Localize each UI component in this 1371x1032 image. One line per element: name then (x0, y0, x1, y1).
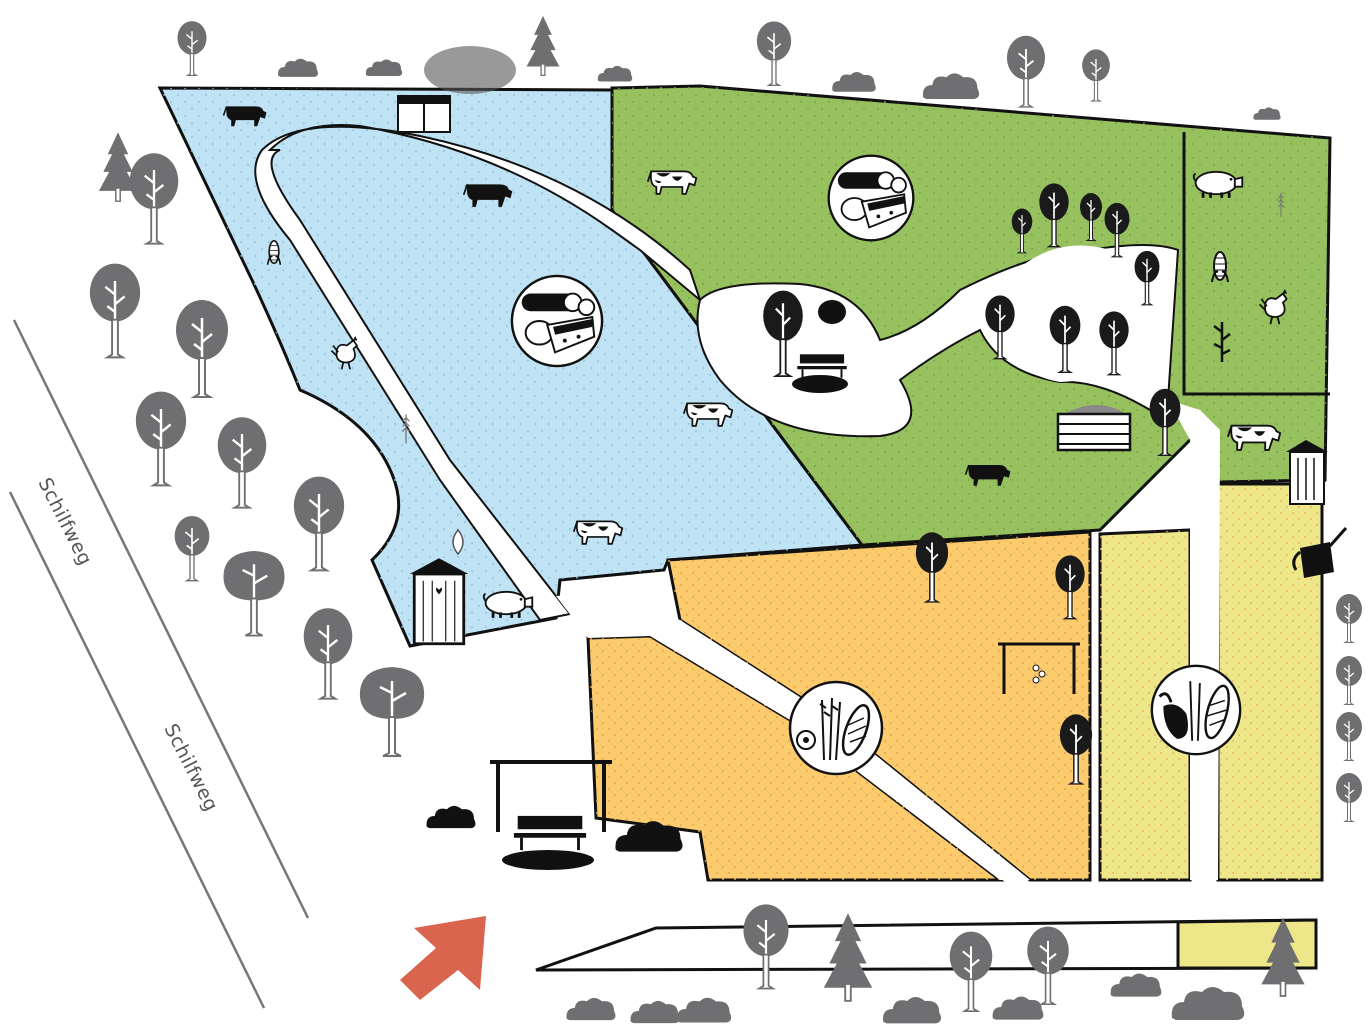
diagonal-path (556, 592, 1030, 880)
tree-group-right (1335, 593, 1363, 822)
street-label-upper: Schilfweg (34, 474, 97, 569)
tree-icon (741, 902, 791, 991)
meadow-loop-path (254, 124, 703, 622)
beehive-icon (397, 95, 451, 133)
grain-badge-icon (788, 680, 884, 776)
bush-icon (676, 997, 732, 1023)
bush-icon (597, 65, 633, 82)
bush-icon (922, 73, 980, 99)
bee-swarm (424, 46, 516, 94)
tree-icon (1006, 34, 1046, 108)
tree-icon (1335, 772, 1363, 822)
tree-icon (948, 930, 994, 1012)
bush-icon (1110, 973, 1162, 997)
swing-icon (490, 760, 612, 870)
main-lane (1168, 400, 1220, 880)
tree-icon (216, 415, 268, 510)
outhouse-icon (408, 556, 470, 646)
tree-group-top (176, 15, 1281, 120)
tool-shed-icon (1286, 440, 1328, 505)
tree-icon (173, 514, 211, 582)
tree-icon (302, 606, 354, 701)
street-line (12, 319, 310, 919)
bush-icon (883, 997, 941, 1024)
bush-icon (992, 996, 1044, 1020)
tree-icon (1081, 48, 1111, 102)
bush-icon (832, 72, 876, 92)
tree-icon (88, 262, 142, 359)
vegetable-badge-icon (1150, 664, 1242, 756)
tree-icon (1335, 593, 1363, 644)
bush-icon (566, 997, 616, 1021)
tree-group-pasture (761, 182, 1182, 786)
tree-icon-small (452, 528, 464, 556)
tree-icon (1335, 711, 1363, 762)
tree-icon (1025, 925, 1071, 1006)
sausage-cheese-badge-icon (827, 154, 915, 242)
tree-icon (358, 665, 426, 758)
bush-icon (1253, 107, 1281, 120)
watering-can-icon (1292, 527, 1348, 578)
tree-icon (755, 20, 793, 86)
street-line (8, 491, 266, 1009)
bush-icon (426, 805, 476, 829)
tree-icon (174, 298, 230, 399)
bush-icon (1171, 987, 1245, 1020)
bench-icon (792, 353, 848, 393)
tree-icon (128, 151, 180, 245)
tree-icon (176, 20, 208, 76)
bush-icon (278, 58, 318, 77)
bush-icon (818, 300, 846, 324)
tree-icon (221, 549, 287, 638)
tree-icon (292, 475, 346, 572)
entrance-arrow-icon (400, 916, 486, 1000)
street-label-lower: Schilfweg (160, 720, 223, 815)
grape-trellis-icon (998, 642, 1080, 694)
tree-icon (1335, 655, 1363, 706)
tree-icon (525, 15, 561, 77)
bush-icon (365, 59, 403, 76)
bush-icon (630, 1000, 680, 1024)
tree-icon (134, 390, 188, 487)
herb-icon (1213, 322, 1231, 362)
sausage-cheese-badge-icon (510, 274, 604, 368)
compost-icon (1056, 405, 1132, 452)
